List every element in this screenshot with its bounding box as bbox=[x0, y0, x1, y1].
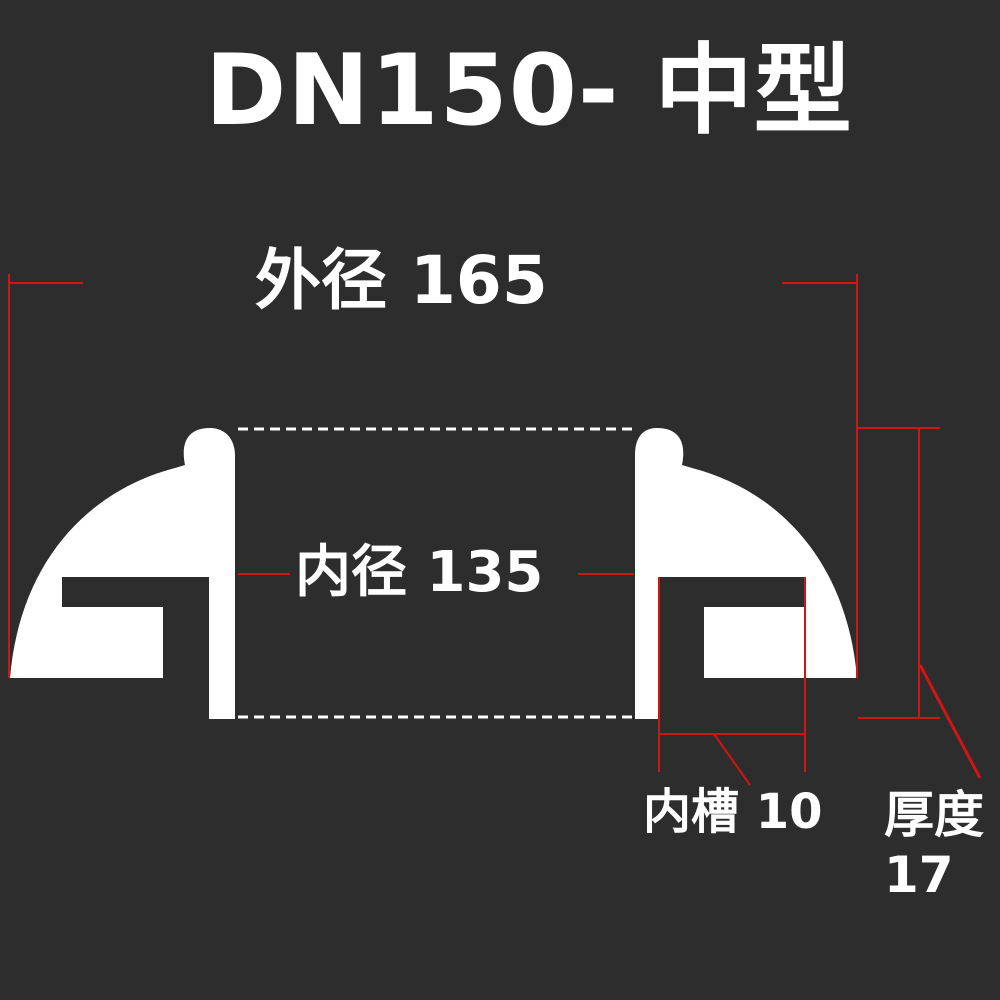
title: DN150- 中型 bbox=[205, 34, 853, 148]
thickness-value: 17 bbox=[884, 846, 954, 904]
right-profile-shape bbox=[635, 428, 857, 719]
left-profile-shape bbox=[10, 428, 235, 719]
inner-groove-label: 内槽 10 bbox=[643, 784, 823, 840]
thickness-label: 厚度 bbox=[884, 786, 984, 844]
outer-diameter-label: 外径 165 bbox=[255, 242, 548, 319]
thickness-pointer-line bbox=[918, 664, 982, 779]
dimension-lines bbox=[8, 274, 940, 786]
inner-diameter-label: 内径 135 bbox=[295, 540, 544, 605]
